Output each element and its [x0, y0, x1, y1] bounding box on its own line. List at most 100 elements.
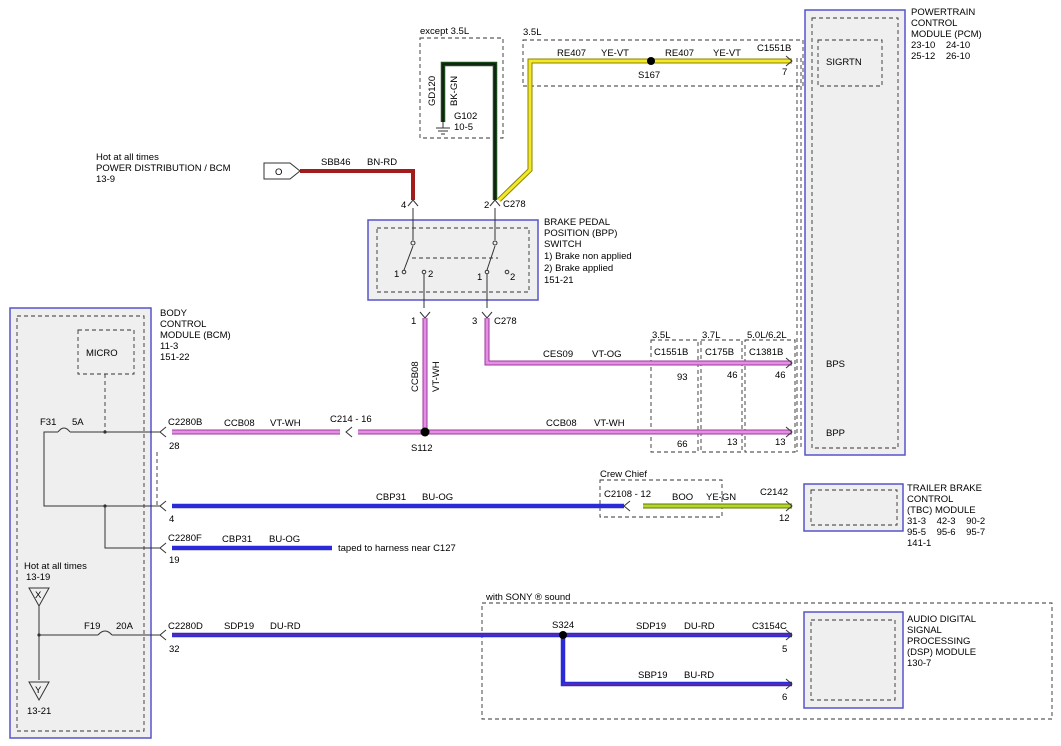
fuse-f19-rating: 20A [116, 621, 134, 632]
power-connector-label: O [275, 167, 282, 178]
pin-label: 28 [169, 441, 180, 452]
connector-arrows [159, 55, 793, 690]
wire-circuit-label: CCB08 [546, 418, 577, 429]
wire-labels: RE407 YE-VT RE407 YE-VT SBB46 BN-RD CES0… [222, 48, 741, 681]
wire-circuit-label: CCB08 [410, 361, 421, 392]
bpp-title-line: 2) Brake applied [544, 263, 613, 274]
connector-labels: C278 C278 C1551B C1551B C175B C1381B C22… [168, 43, 791, 632]
wire-color-label: BU-OG [269, 534, 300, 545]
bcm-labels: BODY CONTROL MODULE (BCM) 11-3 151-22 MI… [24, 308, 231, 717]
splice-labels: S167 S112 S324 [411, 70, 660, 631]
bpp-contact-label: 1 [394, 269, 399, 280]
power-connector[interactable]: O [263, 162, 301, 180]
wire-circuit-label: SDP19 [636, 621, 666, 632]
ground-bkgn-label: BK-GN [449, 76, 460, 106]
bcm-internal-circuit [28, 374, 160, 702]
region-labels: except 3.5L 3.5L 3.5L 3.7L 5.0L/6.2L Cre… [420, 26, 787, 603]
bpp-title-line: 1) Brake non applied [544, 251, 632, 262]
connector-c2142: C2142 [760, 487, 788, 498]
wire-circuit-label: SBP19 [638, 670, 668, 681]
fuse-f31-rating: 5A [72, 417, 84, 428]
bpp-contact-label: 2 [428, 269, 433, 280]
wire-circuit-label: CBP31 [376, 492, 406, 503]
wire-note-taped: taped to harness near C127 [338, 543, 456, 554]
tbc-title-line: (TBC) MODULE [907, 505, 976, 516]
bpp-switch-internals [401, 208, 510, 308]
wire-circuit-label: RE407 [557, 48, 586, 59]
splice-s324-label: S324 [552, 620, 574, 631]
fuse-f19-label: F19 [84, 621, 100, 632]
bcm-module[interactable] [9, 307, 152, 739]
connector-c2280f: C2280F [168, 533, 202, 544]
wire-color-label: BN-RD [367, 157, 397, 168]
bcm-title-line: BODY [160, 308, 188, 319]
splice-s167-label: S167 [638, 70, 660, 81]
tbc-labels: TRAILER BRAKE CONTROL (TBC) MODULE 31-3 … [907, 483, 985, 549]
pin-label: 4 [169, 514, 174, 525]
x-symbol-label: X [35, 590, 42, 601]
connector-c1551b: C1551B [654, 347, 688, 358]
connector-c214: C214 - 16 [330, 414, 372, 425]
wire-circuit-label: CBP31 [222, 534, 252, 545]
bpp-title-line: POSITION (BPP) [544, 228, 617, 239]
wire-color-label: DU-RD [270, 621, 301, 632]
pcm-module[interactable] [804, 9, 906, 456]
tbc-title-line: 141-1 [907, 538, 931, 549]
pin-label: 2 [484, 200, 489, 211]
connector-c175b: C175B [705, 347, 734, 358]
tbc-title-line: TRAILER BRAKE [907, 483, 982, 494]
pcm-title-line: MODULE (PCM) [911, 29, 982, 40]
wire-color-label: BU-OG [422, 492, 453, 503]
wire-circuit-label: SDP19 [224, 621, 254, 632]
bcm-title-line: 151-22 [160, 352, 190, 363]
bpp-switch[interactable] [367, 219, 539, 301]
y-symbol-label: Y [35, 685, 42, 696]
bcm-title-line: 11-3 [160, 341, 178, 352]
wire-circuit-label: RE407 [665, 48, 694, 59]
bcm-hot-ref: 13-19 [26, 572, 50, 583]
splice-s112-label: S112 [411, 443, 432, 454]
splice-s167-dot [647, 57, 655, 65]
splice-s324-dot [559, 631, 567, 639]
bpp-contact-label: 2 [510, 272, 515, 283]
pcm-pin-bps: BPS [826, 359, 845, 370]
bcm-title-line: MODULE (BCM) [160, 330, 231, 341]
wire-color-label: BU-RD [684, 670, 714, 681]
x-symbol-icon [28, 587, 50, 608]
region-50l-62l: 5.0L/6.2L [747, 330, 787, 341]
tbc-module[interactable] [803, 483, 904, 532]
region-37l: 3.7L [702, 330, 721, 341]
bpp-title-line: 151-21 [544, 275, 574, 286]
bcm-ground-ref: 13-21 [27, 706, 51, 717]
pin-label: 46 [727, 370, 738, 381]
pin-label: 1 [411, 316, 416, 327]
wire-color-label: YE-VT [713, 48, 741, 59]
pin-label: 4 [401, 200, 406, 211]
pin-label: 6 [782, 692, 787, 703]
dsp-title-line: 130-7 [907, 658, 931, 669]
wires [172, 58, 792, 687]
pin-label: 66 [677, 439, 688, 450]
pcm-pin-bpp: BPP [826, 428, 845, 439]
bpp-title-line: BRAKE PEDAL [544, 217, 610, 228]
dsp-module[interactable] [803, 611, 904, 709]
wire-color-label: VT-WH [270, 418, 301, 429]
pin-label: 12 [779, 513, 790, 524]
wire-color-label: DU-RD [684, 621, 715, 632]
wire-circuit-label: SBB46 [321, 157, 351, 168]
tbc-title-line: 95-5 95-6 95-7 [907, 527, 985, 538]
ground-labels: GD120 BK-GN G102 10-5 [427, 76, 477, 133]
bcm-hot-label: Hot at all times [24, 561, 87, 572]
region-35l: 3.5L [652, 330, 671, 341]
wire-circuit-label: CES09 [543, 349, 573, 360]
connector-c2280b: C2280B [168, 417, 202, 428]
region-35l-top: 3.5L [523, 27, 542, 38]
tbc-title-line: 31-3 42-3 90-2 [907, 516, 985, 527]
fuse-f31-icon [57, 427, 71, 433]
pin-labels: 4 2 1 3 7 93 46 46 66 13 13 28 4 12 19 3… [169, 67, 790, 703]
power-labels: Hot at all times POWER DISTRIBUTION / BC… [96, 152, 231, 185]
region-boxes [156, 37, 1053, 720]
connector-c1381b: C1381B [749, 347, 783, 358]
pcm-title-line: 23-10 24-10 [911, 40, 970, 51]
power-title-line: Hot at all times [96, 152, 159, 163]
